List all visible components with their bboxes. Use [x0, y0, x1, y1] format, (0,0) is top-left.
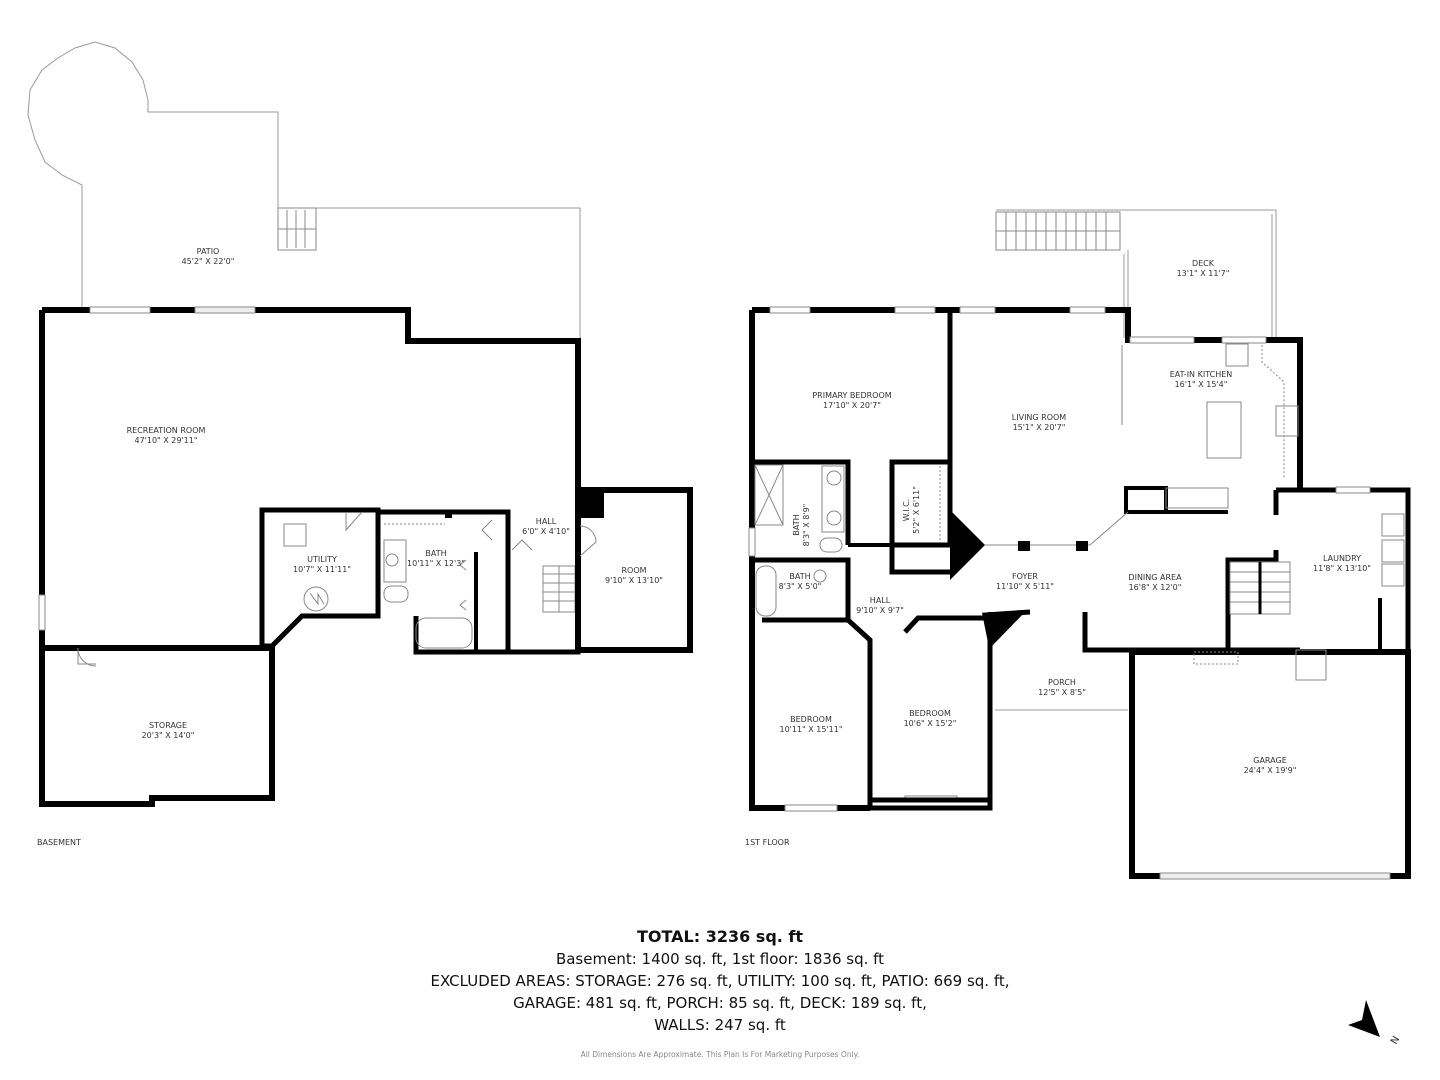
room-dimensions: 10'11" X 12'3" — [407, 559, 465, 568]
utility-walls — [259, 507, 381, 649]
room-dimensions: 8'3" X 8'9" — [802, 503, 811, 547]
room-dimensions: 5'2" X 6'11" — [912, 486, 921, 534]
room-dimensions: 11'10" X 5'11" — [996, 582, 1054, 591]
room-dimensions: 13'1" X 11'7" — [1176, 269, 1230, 278]
room-dimensions: 10'11" X 15'11" — [779, 725, 843, 734]
patio-stairs — [277, 207, 317, 251]
room-name: RECREATION ROOM — [126, 426, 206, 435]
room-name: LIVING ROOM — [1011, 413, 1067, 422]
room-label-wic: W.I.C.5'2" X 6'11" — [902, 486, 922, 534]
room-name: PATIO — [196, 247, 220, 256]
room-dimensions: 9'10" X 13'10" — [605, 576, 663, 585]
room-dimensions: 6'0" X 4'10" — [522, 527, 570, 536]
room-dimensions: 8'3" X 5'0" — [778, 582, 822, 591]
floor-areas: Basement: 1400 sq. ft, 1st floor: 1836 s… — [555, 950, 885, 968]
room-dimensions: 10'6" X 15'2" — [903, 719, 957, 728]
room-dimensions: 9'10" X 9'7" — [856, 606, 904, 615]
room-name: GARAGE — [1253, 756, 1287, 765]
area-summary: TOTAL: 3236 sq. ft Basement: 1400 sq. ft… — [0, 926, 1440, 1059]
north-arrow-icon: N — [1340, 995, 1410, 1055]
room-dimensions: 11'8" X 13'10" — [1313, 564, 1371, 573]
room-name: BATH — [792, 514, 801, 536]
room-name: BEDROOM — [909, 709, 951, 718]
room-dimensions: 16'1" X 15'4" — [1174, 380, 1228, 389]
room-name: BATH — [425, 549, 447, 558]
room-name: DINING AREA — [1128, 573, 1182, 582]
room-dimensions: 12'5" X 8'5" — [1038, 688, 1086, 697]
room-name: STORAGE — [148, 721, 188, 730]
room-name: LAUNDRY — [1322, 554, 1362, 563]
room-dimensions: 15'1" X 20'7" — [1012, 423, 1066, 432]
disclaimer: All Dimensions Are Approximate. This Pla… — [580, 1050, 860, 1059]
room-name: FOYER — [1012, 572, 1038, 581]
room-name: UTILITY — [307, 555, 337, 564]
room-dimensions: 16'8" X 12'0" — [1128, 583, 1182, 592]
floor-name-1st-floor: 1ST FLOOR — [745, 838, 790, 847]
deck-stairs — [995, 211, 1121, 251]
room-name: W.I.C. — [902, 498, 911, 522]
excluded-areas-line-1: EXCLUDED AREAS: STORAGE: 276 sq. ft, UTI… — [430, 972, 1010, 990]
room-dimensions: 45'2" X 22'0" — [181, 257, 235, 266]
laundry-walls — [1225, 487, 1411, 652]
room-dimensions: 24'4" X 19'9" — [1243, 766, 1297, 775]
room-name: PORCH — [1048, 678, 1076, 687]
room-dimensions: 10'7" X 11'11" — [293, 565, 351, 574]
room-name: EAT-IN KITCHEN — [1169, 370, 1233, 379]
room-name: PRIMARY BEDROOM — [812, 391, 892, 400]
room-name: HALL — [869, 596, 891, 605]
basement-plan — [27, 41, 693, 807]
room-name: BATH — [789, 572, 811, 581]
garage-walls — [1129, 649, 1411, 879]
room-walls — [575, 487, 693, 653]
walls-area: WALLS: 247 sq. ft — [654, 1016, 786, 1034]
floor-name-basement: BASEMENT — [37, 838, 81, 847]
patio-outline — [27, 41, 581, 340]
room-name: BEDROOM — [790, 715, 832, 724]
room-name: DECK — [1191, 259, 1215, 268]
basement-exterior-wall — [42, 307, 581, 490]
room-dimensions: 20'3" X 14'0" — [141, 731, 195, 740]
room-dimensions: 17'10" X 20'7" — [823, 401, 881, 410]
total-area: TOTAL: 3236 sq. ft — [636, 927, 804, 946]
room-name: ROOM — [621, 566, 647, 575]
room-dimensions: 47'10" X 29'11" — [134, 436, 198, 445]
room-name: HALL — [535, 517, 557, 526]
deck-outline — [996, 209, 1277, 340]
first-floor-plan — [748, 209, 1411, 880]
excluded-areas-line-2: GARAGE: 481 sq. ft, PORCH: 85 sq. ft, DE… — [513, 994, 927, 1012]
